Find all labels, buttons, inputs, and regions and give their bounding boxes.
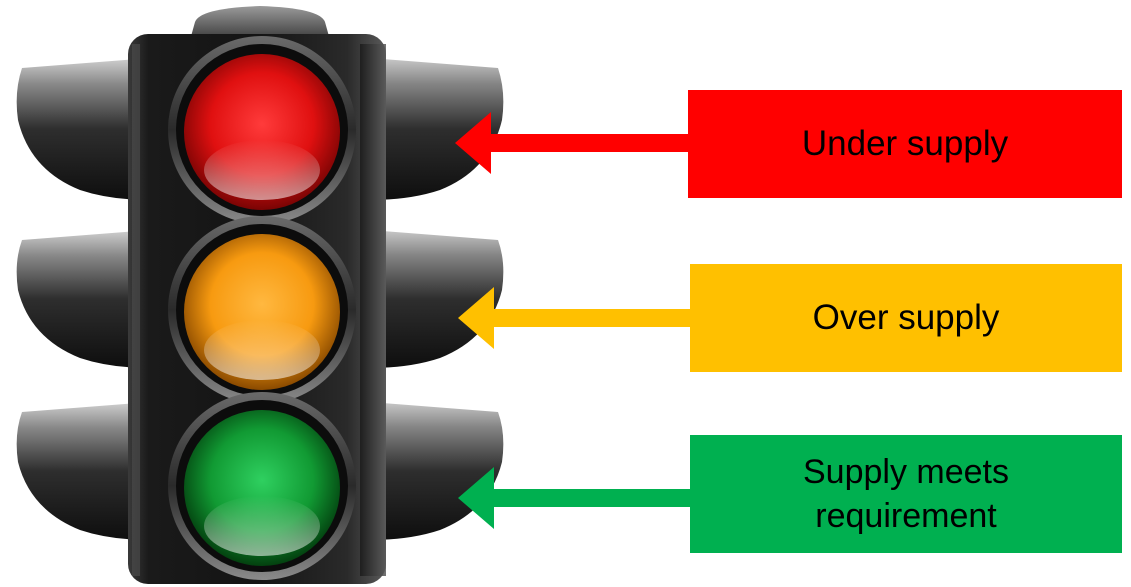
arrow-green [458,467,698,529]
under-supply-label: Under supply [688,90,1122,198]
arrow-amber [458,287,698,349]
arrow-red [455,112,695,174]
traffic-light-icon [16,6,504,584]
supply-meets-requirement-text: Supply meets requirement [803,453,1009,535]
over-supply-label: Over supply [690,264,1122,372]
light-top-cap [190,6,330,40]
left-arrow-icon [458,467,698,529]
amber-lamp [168,216,356,404]
left-visors [16,58,150,540]
left-arrow-icon [455,112,695,174]
left-arrow-icon [458,287,698,349]
under-supply-text: Under supply [801,124,1009,163]
supply-meets-requirement-label: Supply meets requirement [690,435,1122,553]
red-lamp [168,36,356,224]
over-supply-text: Over supply [812,298,1000,337]
green-lamp [168,392,356,580]
